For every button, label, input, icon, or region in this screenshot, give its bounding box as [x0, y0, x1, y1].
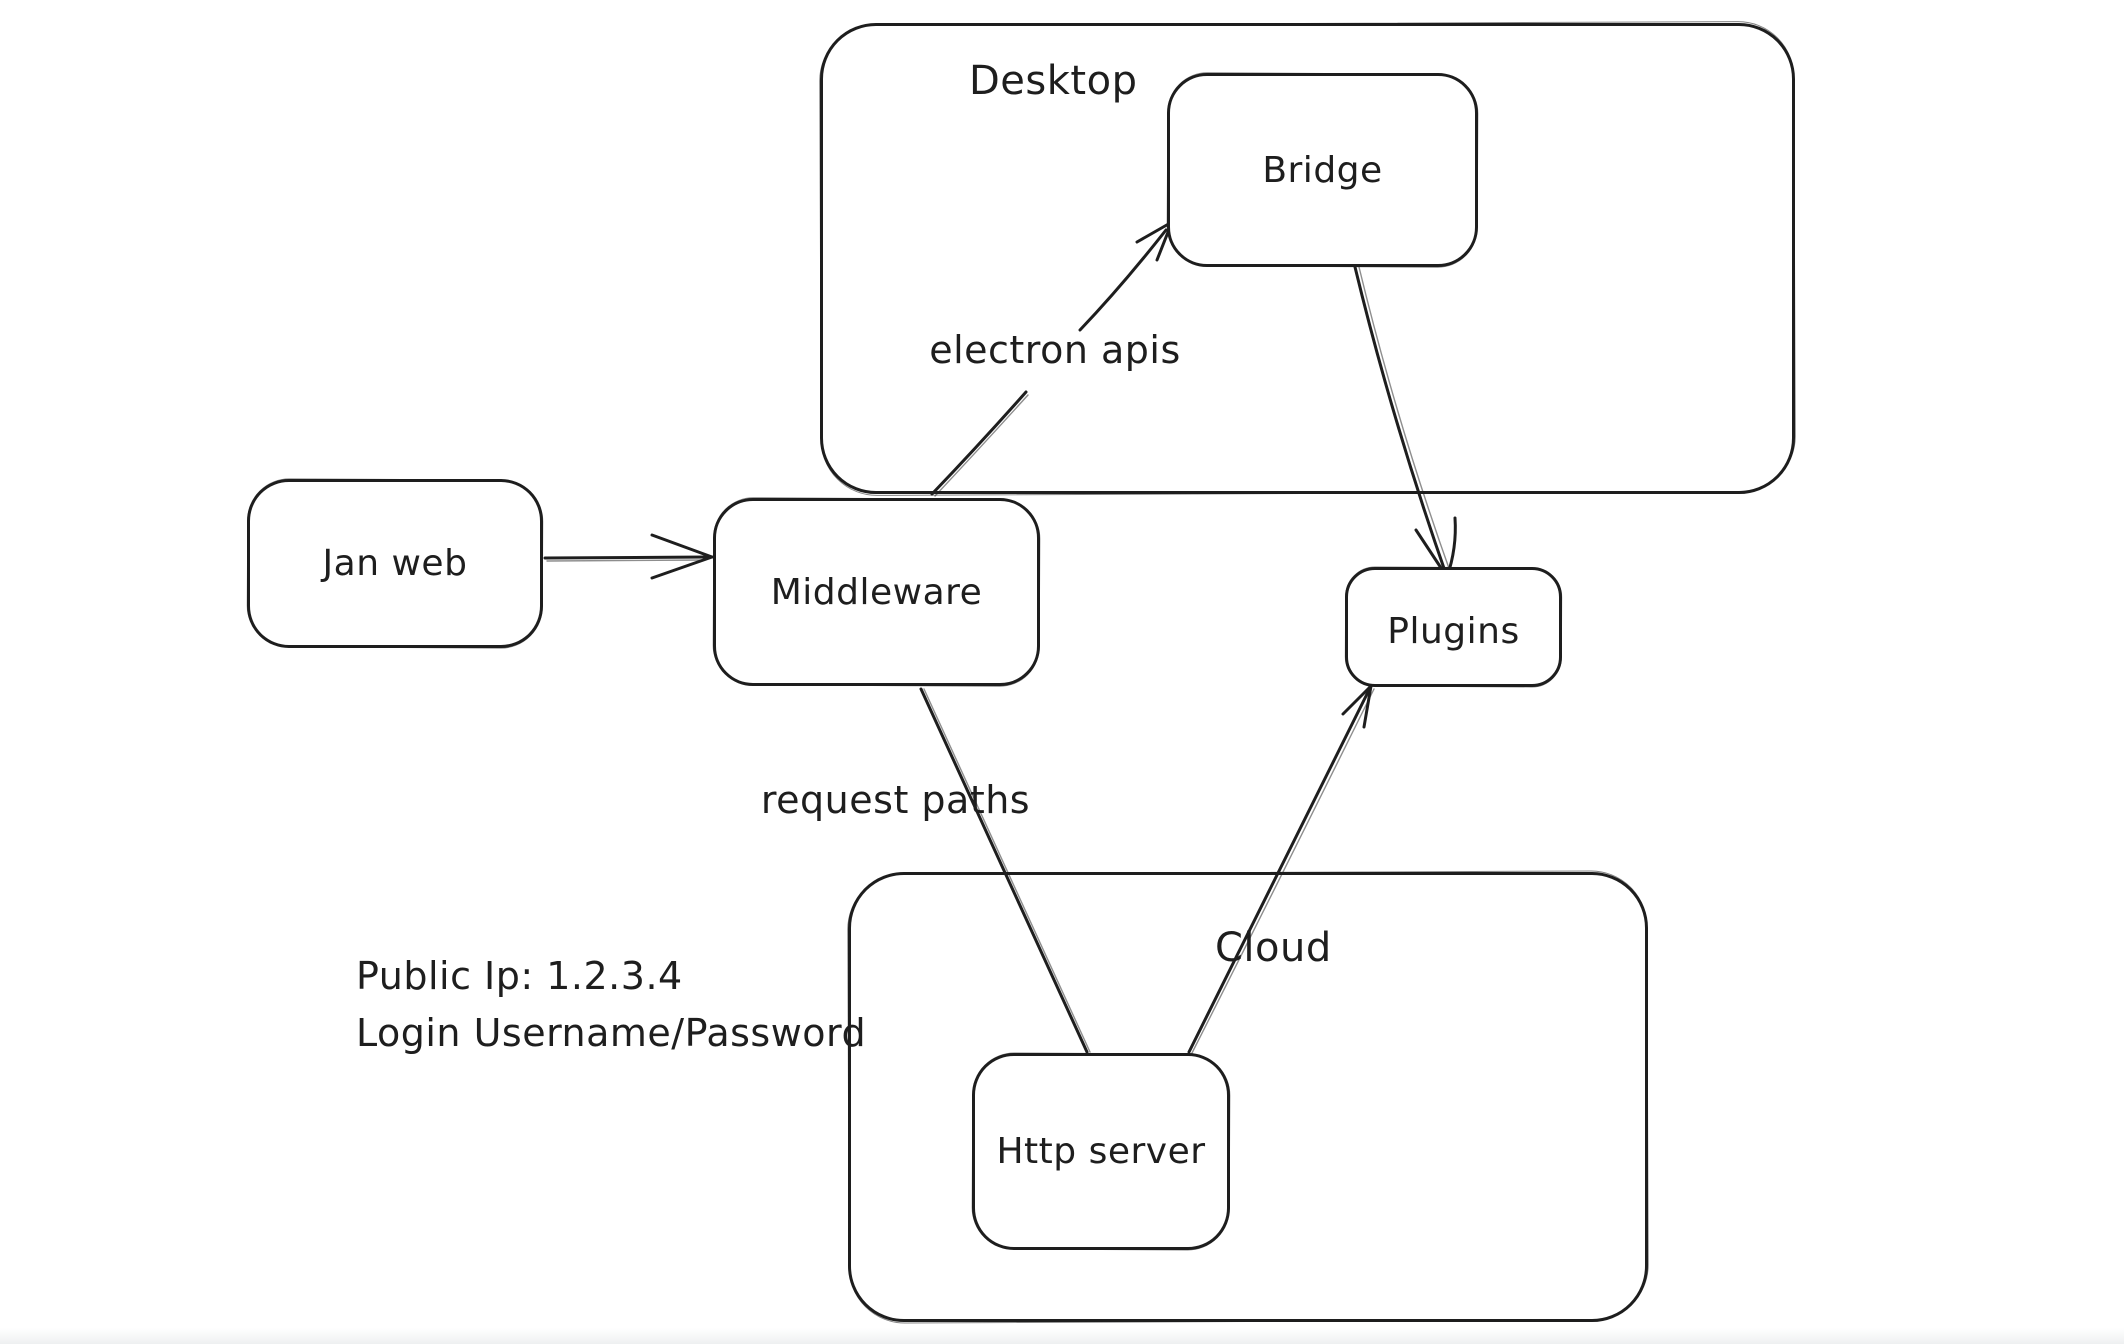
edge-httpserver-plugins[interactable]: [1187, 684, 1375, 1054]
node-http-server[interactable]: Http server: [972, 1053, 1230, 1250]
node-middleware-label: Middleware: [770, 571, 983, 613]
node-plugins-label: Plugins: [1387, 610, 1520, 652]
container-desktop-label: Desktop: [969, 58, 1138, 104]
annotation-line-2: Login Username/Password: [356, 1011, 867, 1055]
edge-label-request-paths[interactable]: request paths: [760, 778, 1031, 822]
annotation-credentials[interactable]: Public Ip: 1.2.3.4 Login Username/Passwo…: [356, 948, 866, 1062]
node-middleware[interactable]: Middleware: [713, 498, 1040, 686]
node-bridge-label: Bridge: [1262, 149, 1383, 191]
edge-middleware-httpserver[interactable]: [919, 687, 1091, 1054]
edge-bridge-plugins[interactable]: [1353, 265, 1457, 579]
edge-label-electron-apis[interactable]: electron apis: [929, 328, 1181, 372]
node-plugins[interactable]: Plugins: [1345, 567, 1562, 687]
node-http-server-label: Http server: [996, 1131, 1206, 1172]
edge-janweb-middleware[interactable]: [543, 533, 714, 580]
node-jan-web[interactable]: Jan web: [247, 479, 543, 648]
node-bridge[interactable]: Bridge: [1167, 73, 1478, 267]
annotation-line-1: Public Ip: 1.2.3.4: [356, 954, 683, 998]
node-jan-web-label: Jan web: [322, 543, 468, 584]
